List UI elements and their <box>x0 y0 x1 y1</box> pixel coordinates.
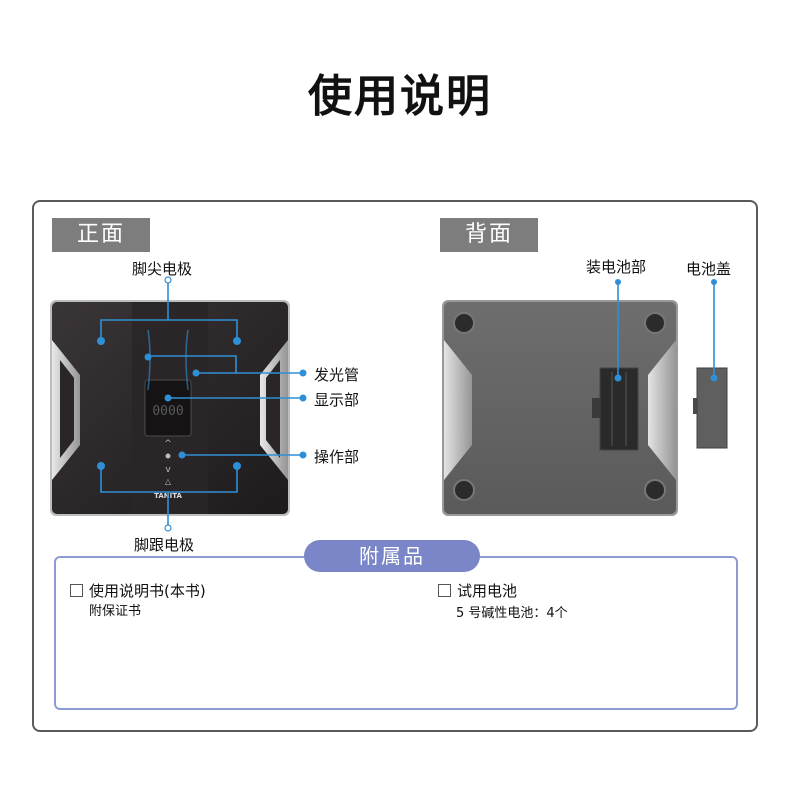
back-callout-lines <box>617 282 715 378</box>
accessory-manual-note: 附保证书 <box>89 604 142 619</box>
up-button-icon: ^ <box>164 439 172 449</box>
page-title: 使用说明 <box>308 71 492 122</box>
led-label: 发光管 <box>314 366 360 384</box>
toe-electrode-label: 脚尖电极 <box>132 260 193 278</box>
accessory-manual-name: 使用说明书(本书) <box>89 582 206 600</box>
accessory-batteries-note: 5 号碱性电池：4个 <box>456 606 568 621</box>
battery-latch <box>592 398 600 418</box>
heel-electrode-label: 脚跟电极 <box>134 536 195 554</box>
accessories-title: 附属品 <box>304 540 480 572</box>
accessory-batteries-name: 试用电池 <box>457 582 518 600</box>
back-left-handle <box>444 340 472 480</box>
front-tab: 正面 <box>52 218 150 252</box>
back-callout-endpoints <box>614 279 718 382</box>
power-button-icon: △ <box>165 477 172 486</box>
back-right-handle <box>648 340 676 480</box>
accessory-item-batteries: 试用电池 <box>438 580 517 601</box>
checkbox-icon <box>70 584 83 597</box>
front-left-handle-inner <box>60 360 74 458</box>
back-scale-body <box>444 302 676 514</box>
display-label: 显示部 <box>314 391 360 409</box>
front-callout-dots <box>164 276 172 532</box>
accessories-box <box>54 556 738 710</box>
front-display-digits: 0000 <box>152 404 183 419</box>
front-callout-lines <box>100 278 303 528</box>
back-feet <box>453 312 666 501</box>
front-display <box>144 379 192 437</box>
controls-label: 操作部 <box>314 448 360 466</box>
back-tab: 背面 <box>440 218 538 252</box>
accessory-item-manual: 使用说明书(本书) <box>70 580 206 601</box>
front-right-handle-inner <box>266 360 280 458</box>
checkbox-icon <box>438 584 451 597</box>
battery-compartment-label: 装电池部 <box>586 258 647 276</box>
front-callout-endpoints <box>97 337 307 470</box>
set-button-icon <box>165 453 171 459</box>
down-button-icon: v <box>165 465 171 475</box>
battery-cover-label: 电池盖 <box>686 260 732 278</box>
battery-compartment <box>599 367 639 451</box>
battery-cover-tab <box>693 398 698 414</box>
battery-compartment-slots <box>611 372 627 446</box>
